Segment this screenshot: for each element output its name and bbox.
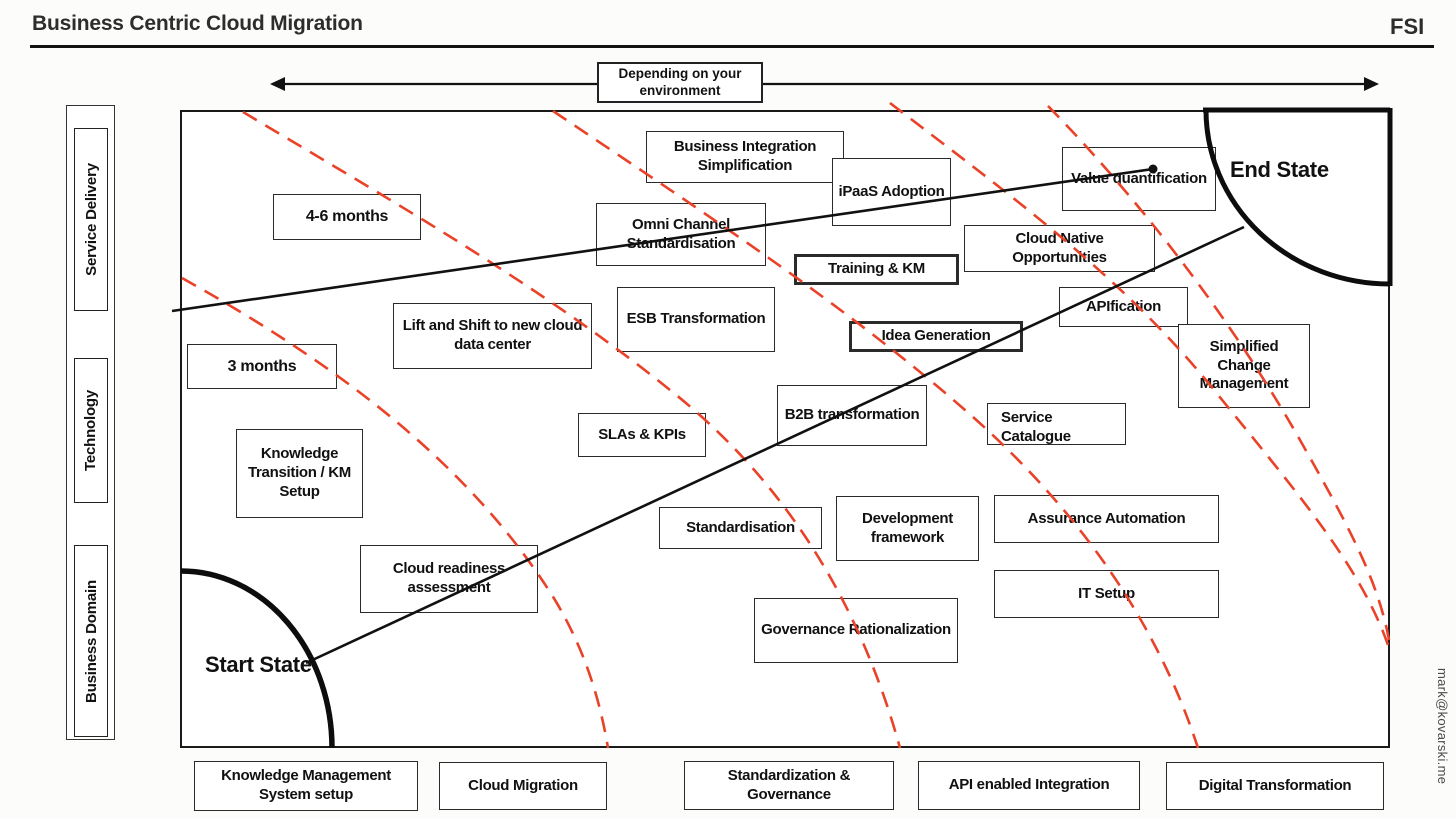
diagram-box-governance-rationalization: Governance Rationalization [754,598,958,663]
box-label: Standardization & Governance [727,766,851,803]
box-label: Knowledge Transition / KM Setup [247,445,351,500]
diagram-box-b2b-transformation: B2B transformation [777,385,927,446]
sidebar-item-business-domain: Business Domain [74,545,108,737]
box-label: B2B transformation [784,406,920,424]
box-label: Service Catalogue [1001,409,1071,445]
range-arrow-right [763,77,1379,91]
title-underline [30,45,1434,48]
diagram-box-slas-kpis: SLAs & KPIs [578,413,706,457]
diagram-box-it-setup: IT Setup [994,570,1219,618]
sidebar-item-technology: Technology [74,358,108,503]
end-state-label: End State [1230,157,1329,182]
diagram-box-development-framework: Development framework [836,496,979,561]
box-label: Cloud readiness assessment [392,560,506,596]
diagram-box-simplified-change: Simplified Change Management [1178,324,1310,408]
box-label: Business Integration Simplification [673,138,817,174]
box-label: Cloud Native Opportunities [1012,229,1107,266]
box-label: APIfication [1085,297,1162,315]
box-label: SLAs & KPIs [598,425,686,443]
diagram-box-digital-transformation: Digital Transformation [1166,762,1384,810]
arrowhead-left-icon [270,77,285,91]
box-label: ESB Transformation [626,310,766,328]
box-label: Standardisation [686,518,795,536]
diagram-box-idea-generation: Idea Generation [849,321,1023,352]
diagram-box-cloud-readiness: Cloud readiness assessment [360,545,538,613]
box-label: 3 months [227,357,297,375]
box-label: Governance Rationalization [761,621,951,639]
box-label: 4-6 months [305,208,389,225]
depending-environment-label: Depending on your environment [597,62,763,103]
diagram-box-training-km: Training & KM [794,254,959,285]
box-label: Simplified Change Management [1199,337,1289,393]
diagram-box-cloud-migration: Cloud Migration [439,762,607,810]
arrowhead-right-icon [1364,77,1379,91]
diagram-box-ipaas-adoption: iPaaS Adoption [832,158,951,226]
box-label: Training & KM [828,260,925,278]
diagram-box-assurance-automation: Assurance Automation [994,495,1219,543]
range-arrow-left [270,77,597,91]
diagram-box-value-quantification: Value quantification [1062,147,1216,211]
diagram-box-knowledge-transition: Knowledge Transition / KM Setup [236,429,363,518]
start-state-label: Start State [205,652,312,677]
diagram-box-omni-channel: Omni Channel Standardisation [596,203,766,266]
box-label: Value quantification [1071,169,1207,187]
diagram-box-esb-transformation: ESB Transformation [617,287,775,352]
diagram-box-lift-and-shift: Lift and Shift to new cloud data center [393,303,592,369]
diagram-box-apification: APIfication [1059,287,1188,327]
diagram-box-standardization-governance: Standardization & Governance [684,761,894,810]
fsi-logo: FSI [1390,14,1425,39]
diagram-box-cloud-native: Cloud Native Opportunities [964,225,1155,272]
box-label: API enabled Integration [948,776,1110,794]
watermark-email: mark@kovarski.me [1435,668,1450,785]
diagram-box-business-integration: Business Integration Simplification [646,131,844,183]
box-label: iPaaS Adoption [838,182,945,200]
diagram-box-km-system-setup: Knowledge Management System setup [194,761,418,811]
box-label: IT Setup [1078,584,1135,602]
box-label: Digital Transformation [1198,776,1352,794]
diagram-box-api-enabled-integration: API enabled Integration [918,761,1140,810]
sidebar-item-service-delivery: Service Delivery [74,128,108,311]
box-label: Assurance Automation [1027,509,1186,527]
diagram-box-standardisation: Standardisation [659,507,822,549]
box-label: Omni Channel Standardisation [626,215,736,252]
sidebar-item-label: Service Delivery [82,163,100,276]
box-label: Knowledge Management System setup [221,767,391,803]
box-label: Development framework [862,509,953,546]
sidebar-item-label: Technology [82,389,100,472]
sidebar-item-label: Business Domain [82,579,100,703]
diagram-box-three-months: 3 months [187,344,337,389]
box-label: Idea Generation [881,327,991,345]
box-label: Cloud Migration [468,776,578,794]
page-title: Business Centric Cloud Migration [32,12,363,35]
diagram-box-four-six-months: 4-6 months [273,194,421,240]
box-label: Lift and Shift to new cloud data center [402,317,583,353]
diagram-box-service-catalogue: Service Catalogue [987,403,1126,445]
